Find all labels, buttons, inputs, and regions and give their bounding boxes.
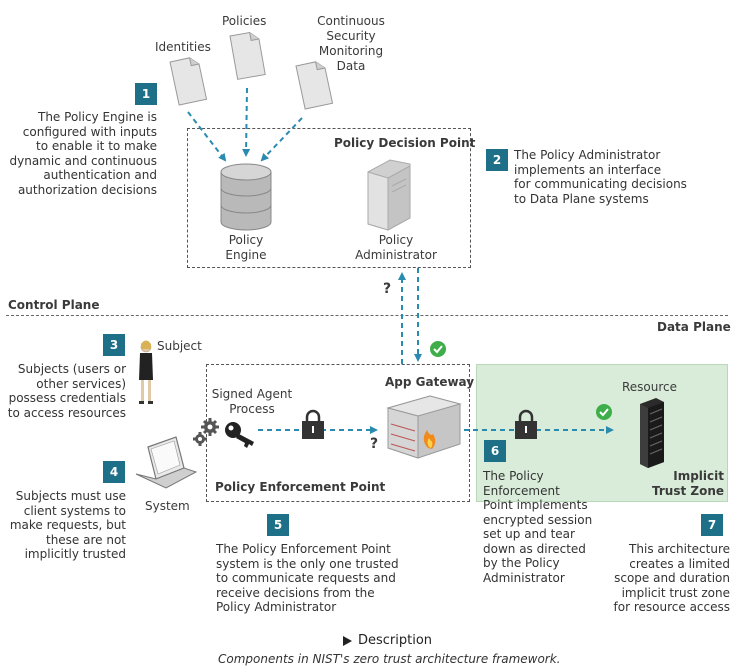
description-toggle[interactable]: Description <box>358 633 433 648</box>
policy-decision-point-box <box>187 128 471 268</box>
policies-document-icon <box>229 31 266 80</box>
app-gateway-label: App Gateway <box>385 375 475 389</box>
policies-label: Policies <box>222 14 267 28</box>
request-question-mark: ? <box>370 436 379 452</box>
policy-enforcement-point-box <box>206 364 470 502</box>
policy-decision-point-title: Policy Decision Point <box>334 136 476 150</box>
policy-enforcement-point-title: Policy Enforcement Point <box>215 480 386 494</box>
resource-server-icon <box>640 398 664 468</box>
resource-label: Resource <box>622 380 678 394</box>
identities-document-icon <box>169 57 208 106</box>
approved-check-icon-2 <box>596 404 612 420</box>
decision-question-mark: ? <box>383 281 392 297</box>
monitoring-data-label: Continuous Security Monitoring Data <box>317 14 385 73</box>
step-3-badge: 3 <box>103 334 125 356</box>
control-plane-label: Control Plane <box>8 298 100 312</box>
step-5-badge: 5 <box>267 514 289 536</box>
lock-icon-2 <box>515 409 537 439</box>
step-4-badge: 4 <box>103 461 125 483</box>
pa-pep-arrows <box>398 268 422 364</box>
gears-icon <box>193 418 219 446</box>
subject-label: Subject <box>157 339 202 353</box>
identities-label: Identities <box>155 40 211 54</box>
monitoring-document-icon <box>295 61 334 110</box>
policy-administrator-server-icon <box>367 159 411 231</box>
system-laptop-icon <box>135 436 198 489</box>
policy-administrator-label: Policy Administrator <box>355 233 437 262</box>
lock-icon-1 <box>302 409 324 439</box>
step-7-badge: 7 <box>701 514 723 536</box>
step-2-badge: 2 <box>486 149 508 171</box>
implicit-trust-zone-label: Implicit Trust Zone <box>651 469 724 498</box>
description-play-icon <box>343 636 352 646</box>
subject-person-icon <box>139 340 153 404</box>
signed-agent-process-label: Signed Agent Process <box>211 387 293 416</box>
system-label: System <box>145 499 190 513</box>
policy-engine-database-icon <box>220 163 272 231</box>
approved-check-icon-1 <box>430 341 446 357</box>
data-plane-label: Data Plane <box>657 320 731 334</box>
step-1-badge: 1 <box>135 83 157 105</box>
figure-caption: Components in NIST's zero trust architec… <box>218 652 561 666</box>
app-gateway-icon <box>386 395 462 459</box>
key-icon <box>225 422 254 448</box>
control-data-plane-divider <box>6 315 728 316</box>
policy-engine-label: Policy Engine <box>225 233 267 262</box>
input-arrows <box>187 87 303 162</box>
step-6-badge: 6 <box>484 440 506 462</box>
